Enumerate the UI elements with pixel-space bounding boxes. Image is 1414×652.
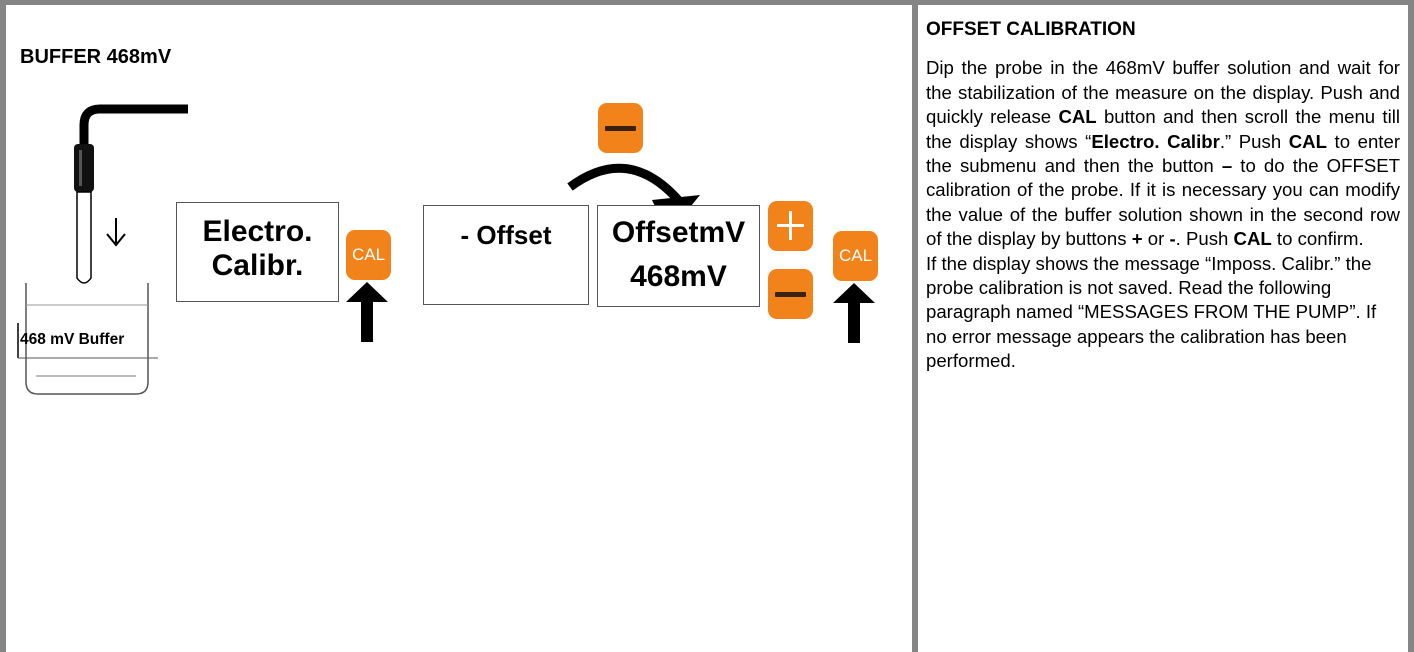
down-arrow-icon (106, 218, 126, 247)
error-paragraph: If the display shows the message “Imposs… (926, 252, 1377, 372)
column-divider (912, 0, 918, 652)
illustration-graphics (17, 104, 875, 395)
display-offset: - Offset (423, 205, 589, 305)
cal-button-label: CAL (838, 246, 873, 265)
probe-head-icon (74, 144, 94, 192)
minus-icon (775, 292, 806, 297)
display-line-1: - Offset (460, 220, 552, 250)
probe-cable-icon (79, 104, 188, 146)
cal-button[interactable]: CAL (346, 230, 391, 280)
minus-button[interactable] (598, 103, 643, 153)
instructions-paragraph: Dip the probe in the 468mV buffer soluti… (926, 57, 1401, 250)
display-line-1: OffsetmV (611, 216, 746, 249)
minus-icon (605, 126, 636, 131)
up-arrow-icon (346, 282, 388, 342)
cal-button-label: CAL (351, 245, 386, 264)
display-offsetmv: OffsetmV 468mV (597, 205, 760, 307)
buffer-title: BUFFER 468mV (20, 46, 172, 68)
beaker-icon (17, 283, 158, 395)
probe-body-icon (76, 191, 92, 284)
instructions-panel: OFFSET CALIBRATION Dip the probe in the … (926, 18, 1400, 374)
beaker-label: 468 mV Buffer (20, 331, 125, 348)
minus-button[interactable] (768, 269, 813, 319)
display-line-2: Calibr. (211, 249, 304, 282)
display-line-2: 468mV (630, 260, 727, 293)
cal-button[interactable]: CAL (833, 231, 878, 281)
display-line-1: Electro. (202, 215, 313, 248)
up-arrow-icon (833, 283, 875, 343)
section-title: OFFSET CALIBRATION (926, 19, 1136, 40)
plus-button[interactable] (768, 201, 813, 251)
display-electro-calibr: Electro. Calibr. (176, 202, 339, 302)
